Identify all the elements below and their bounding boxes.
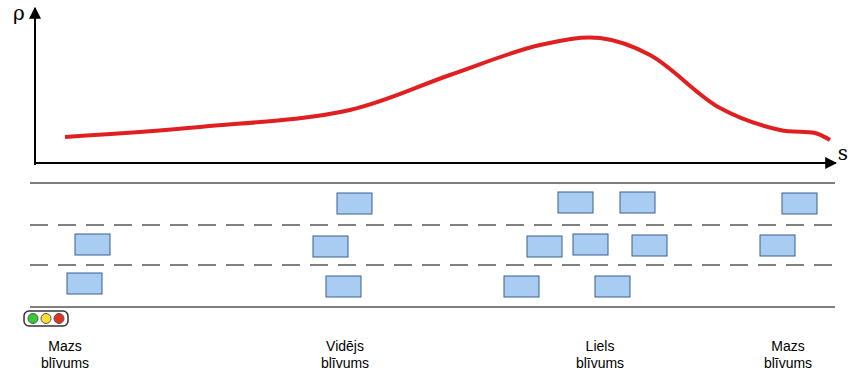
- density-label: Liels blīvums: [564, 338, 636, 372]
- car: [326, 276, 361, 297]
- car: [504, 276, 539, 297]
- car: [632, 235, 667, 256]
- road-edge: [30, 307, 835, 308]
- density-label: Mazs blīvums: [752, 338, 824, 372]
- car: [313, 236, 348, 257]
- lane-line: [30, 265, 835, 266]
- lane-line: [30, 225, 835, 226]
- y-axis: [34, 8, 36, 165]
- density-curve: [65, 37, 830, 140]
- car: [527, 236, 562, 257]
- car: [75, 234, 110, 255]
- density-label: Mazs blīvums: [29, 338, 101, 372]
- road-edge: [30, 183, 835, 184]
- car: [782, 193, 817, 214]
- traffic-light: [24, 311, 68, 326]
- car: [67, 273, 102, 294]
- axis-label: ρ: [8, 2, 30, 24]
- car: [620, 192, 655, 213]
- density-label: Vidējs blīvums: [309, 338, 381, 372]
- car: [595, 276, 630, 297]
- car: [337, 193, 372, 214]
- car: [573, 234, 608, 255]
- axis-label: s: [834, 142, 852, 164]
- x-axis: [35, 162, 836, 164]
- car: [558, 192, 593, 213]
- car: [760, 235, 795, 256]
